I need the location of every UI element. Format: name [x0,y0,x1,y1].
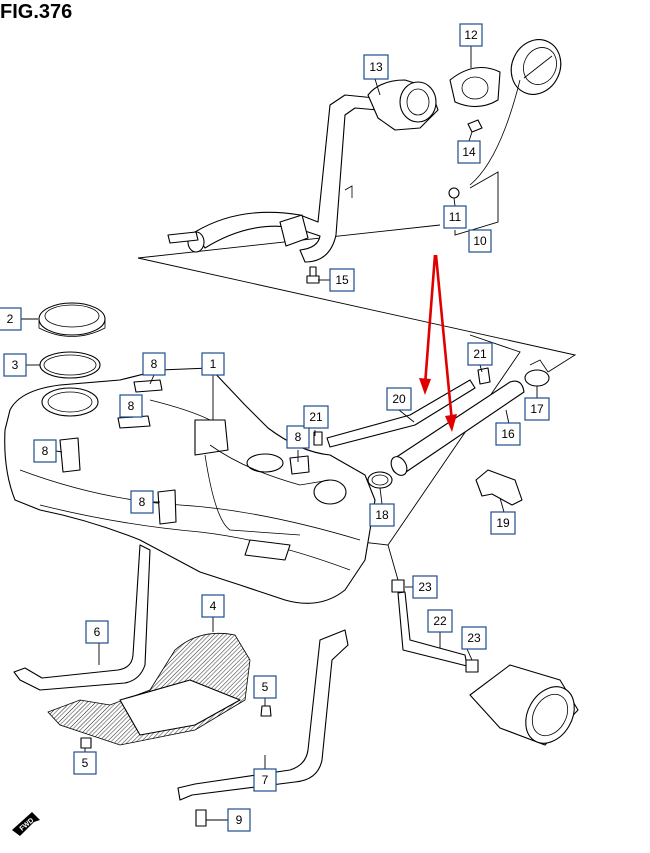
callout-15-label: 15 [335,273,349,287]
lock-ring [38,302,106,337]
fwd-arrow-icon: FWD [12,812,40,836]
clamp-21-upper [477,367,491,385]
callout-1: 1 [201,352,225,376]
leader-lines [21,46,538,821]
callout-7-label: 7 [262,773,269,787]
heat-shield [47,632,251,746]
callout-21a: 21 [467,342,493,366]
callout-9: 9 [227,808,251,832]
callout-17: 17 [524,397,550,421]
callout-5a-label: 5 [262,680,269,694]
filler-neck-pipe [167,79,439,263]
bolt-9 [195,809,207,827]
clamp-21-lower [313,431,323,446]
red-arrows [419,254,457,432]
callout-18: 18 [369,503,395,527]
pad-right [289,455,310,475]
callout-23a-label: 23 [418,580,432,594]
gasket-ring [39,351,101,379]
breather-hose [326,379,476,448]
bolt-5-left [80,737,92,749]
pad-top [117,415,151,429]
clamp-23-lower [465,659,479,673]
callout-6: 6 [85,620,109,644]
callout-8d: 8 [130,490,154,514]
drain-hose [397,591,468,667]
fuel-tank [4,367,376,604]
callout-16-label: 16 [501,427,515,441]
callout-14: 14 [457,140,481,164]
callout-13: 13 [363,54,389,80]
callout-8a: 8 [142,352,166,376]
callout-12: 12 [459,23,483,47]
pad-center [157,489,177,525]
callout-19-label: 19 [496,516,510,530]
callout-14-label: 14 [462,145,476,159]
filler-hose [390,380,525,476]
canister [469,664,579,746]
pad-left [59,437,81,473]
callout-5a: 5 [253,675,277,699]
callout-8c: 8 [33,439,57,463]
callout-8c-label: 8 [42,444,49,458]
callout-21b-label: 21 [309,410,323,424]
callout-11: 11 [443,205,467,229]
clamp-23-upper [391,579,405,593]
callout-10-label: 10 [473,234,487,248]
callout-5b: 5 [73,751,97,775]
callout-8e: 8 [286,425,310,449]
callout-16: 16 [495,422,521,446]
callout-18-label: 18 [375,508,389,522]
callout-3: 3 [3,353,27,377]
callout-5b-label: 5 [82,756,89,770]
callout-19: 19 [490,511,516,535]
callout-21a-label: 21 [473,347,487,361]
callout-9-label: 9 [236,813,243,827]
bolt [306,266,320,284]
callout-15: 15 [329,268,355,292]
callout-2: 2 [0,307,22,331]
callout-22: 22 [427,609,453,633]
callout-23b-label: 23 [467,631,481,645]
callout-8b-label: 8 [128,399,135,413]
bolt-5-right [260,705,272,717]
filler-cap-assembly [448,39,562,199]
callout-10: 10 [468,229,492,253]
callout-3-label: 3 [12,358,19,372]
tank-strap-rear [177,629,349,801]
callout-13-label: 13 [369,60,383,74]
tank-strap-front [13,544,151,691]
callout-4-label: 4 [210,599,217,613]
pad-top-rear [133,379,163,393]
callout-7: 7 [253,768,277,792]
callout-11-label: 11 [449,210,462,224]
callout-23b: 23 [461,626,487,650]
callout-22-label: 22 [433,614,447,628]
clamp-17 [524,359,550,387]
callout-8d-label: 8 [139,495,146,509]
clamp-18 [367,471,393,489]
callout-17-label: 17 [530,402,544,416]
callout-4: 4 [201,594,225,618]
callout-12-label: 12 [464,28,478,42]
callout-20: 20 [386,387,412,411]
bracket-19 [475,469,523,506]
figure-title: FIG.376 [0,1,73,23]
callout-20-label: 20 [392,392,406,406]
callout-8e-label: 8 [295,430,302,444]
callout-8a-label: 8 [151,357,158,371]
callout-8b: 8 [119,394,143,418]
callout-2-label: 2 [7,312,14,326]
callout-23a: 23 [412,575,438,599]
callout-21b: 21 [303,405,329,429]
callout-6-label: 6 [94,625,101,639]
callout-1-label: 1 [210,357,217,371]
